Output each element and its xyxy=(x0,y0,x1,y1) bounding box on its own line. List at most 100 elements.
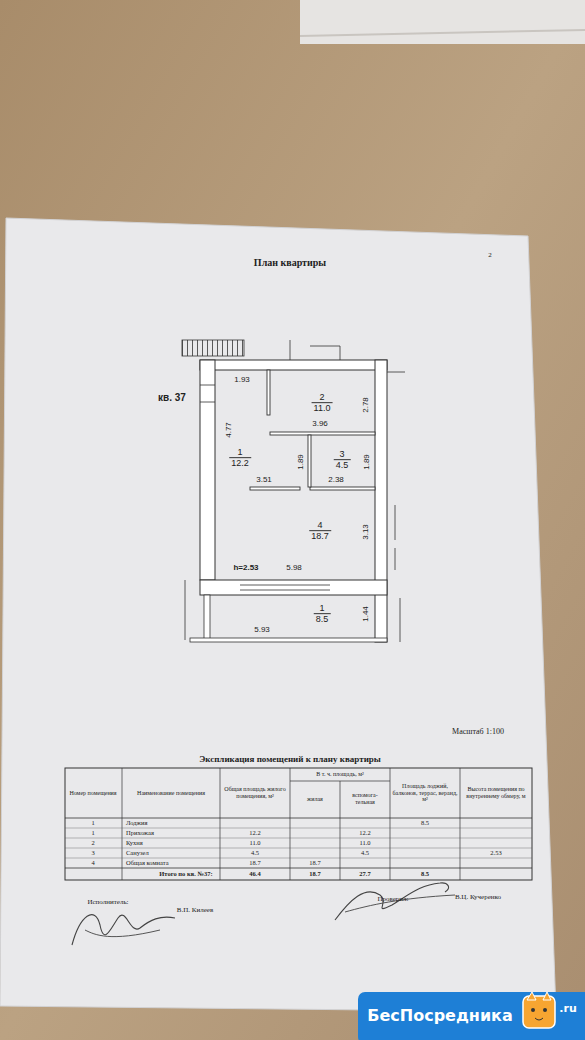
loggia-rail xyxy=(190,638,387,642)
table-cell: Лоджия xyxy=(126,819,148,826)
signature xyxy=(335,883,449,920)
ceiling-height: h=2.53 xyxy=(233,564,258,573)
room-number: 1 xyxy=(314,603,331,614)
partition xyxy=(250,487,300,490)
table-rule xyxy=(65,858,532,859)
table-cell: 4 xyxy=(91,859,94,866)
table-rule xyxy=(65,848,532,849)
signer-name: В.П. Килеев xyxy=(177,907,213,915)
stairs xyxy=(182,340,244,356)
watermark-box xyxy=(358,992,585,1040)
dimension-label: 1.89 xyxy=(297,454,306,470)
table-cell: 4.5 xyxy=(251,849,259,856)
table-header: Площадь лоджий, балконов, террас, веранд… xyxy=(392,783,458,803)
neighbor-wall xyxy=(185,580,186,640)
door-mark xyxy=(200,385,215,386)
table-rule xyxy=(290,768,291,880)
table-cell: 18.7 xyxy=(249,859,260,866)
table-header: вспомога- тельная xyxy=(342,792,388,805)
dimension-label: 2.38 xyxy=(328,476,344,485)
neighbor-wall xyxy=(395,505,396,540)
room-number: 2 xyxy=(312,392,333,403)
dimension-label: 1.89 xyxy=(363,454,372,470)
table-cell: 8.5 xyxy=(421,819,429,826)
cat-ear xyxy=(527,992,536,1000)
signer-name: В.Ц. Кучеренко xyxy=(455,894,501,902)
table-cell: 2.53 xyxy=(490,849,501,856)
room-label: 34.5 xyxy=(334,449,351,471)
room-area: 12.2 xyxy=(229,459,251,469)
cat-mouth xyxy=(535,1018,543,1020)
dimension-label: 3.13 xyxy=(362,524,371,540)
room-area: 18.7 xyxy=(309,532,331,542)
window xyxy=(240,585,330,586)
cat-ear xyxy=(543,992,551,1000)
dimension-label: 4.77 xyxy=(225,422,234,438)
object-edge xyxy=(300,30,585,36)
table-rule xyxy=(65,828,532,829)
table-cell: 18.7 xyxy=(309,870,320,877)
wall xyxy=(204,595,210,640)
table-cell: Кухня xyxy=(126,839,143,846)
table-cell: 1 xyxy=(91,829,94,836)
page-number: 2 xyxy=(488,252,492,260)
signature-caption: Исполнитель: xyxy=(87,899,128,907)
table-cell: 27.7 xyxy=(359,870,370,877)
dimension-label: 1.44 xyxy=(362,606,371,622)
cat-eye xyxy=(531,1008,535,1012)
watermark-domain: .ru xyxy=(559,1003,576,1015)
table-header: Общая площадь жилого помещения, м² xyxy=(223,786,287,799)
room-label: 211.0 xyxy=(312,392,333,414)
table-cell: Санузел xyxy=(126,849,149,856)
dimension-label: 1.93 xyxy=(234,376,250,385)
neighbor-wall xyxy=(400,598,401,642)
table-header: Наименование помещения xyxy=(126,790,216,797)
dimension-label: 3.51 xyxy=(256,476,272,485)
wall xyxy=(200,360,215,580)
neighbor-wall xyxy=(387,372,405,373)
window xyxy=(240,590,330,591)
table-rule xyxy=(390,768,391,880)
table-cell: 3 xyxy=(91,849,94,856)
table-cell: 46.4 xyxy=(249,870,260,877)
room-area: 8.5 xyxy=(314,615,331,625)
table-rule xyxy=(65,868,532,869)
table-cell: 11.0 xyxy=(359,839,370,846)
table-rule xyxy=(65,818,532,819)
table-cell: 12.2 xyxy=(249,829,260,836)
table-rule xyxy=(220,768,221,880)
table-header: В т. ч. площадь, м² xyxy=(292,771,388,778)
room-label: 112.2 xyxy=(229,447,251,469)
table-cell: 1 xyxy=(91,819,94,826)
neighbor-wall xyxy=(310,346,340,347)
partition xyxy=(270,432,375,435)
partition xyxy=(267,370,270,415)
document-title: План квартиры xyxy=(254,257,326,268)
table-rule xyxy=(122,768,123,880)
room-label: 18.5 xyxy=(314,603,331,625)
table-rule xyxy=(290,781,390,782)
neighbor-wall xyxy=(290,340,291,360)
dimension-label: 5.93 xyxy=(254,626,270,635)
table-cell: 18.7 xyxy=(309,859,320,866)
table-header: жилая xyxy=(292,796,338,803)
partition xyxy=(308,435,311,487)
signature xyxy=(345,895,455,912)
door-mark xyxy=(200,402,215,403)
signature xyxy=(72,915,175,945)
scale-note: Масштаб 1:100 xyxy=(452,728,504,737)
room-number: 3 xyxy=(334,449,351,460)
table-title: Экспликация помещений к плану квартиры xyxy=(199,755,381,765)
table-rule xyxy=(340,781,341,880)
dimension-label: 2.78 xyxy=(362,397,371,413)
table-rule xyxy=(460,768,461,880)
dimension-label: 5.98 xyxy=(286,564,302,573)
neighbor-wall xyxy=(395,548,396,570)
table-cell: 2 xyxy=(91,839,94,846)
table-header: Высота помещения по внутреннему обмеру, … xyxy=(463,786,529,799)
room-label: 418.7 xyxy=(309,520,331,542)
table-cell: 11.0 xyxy=(249,839,260,846)
